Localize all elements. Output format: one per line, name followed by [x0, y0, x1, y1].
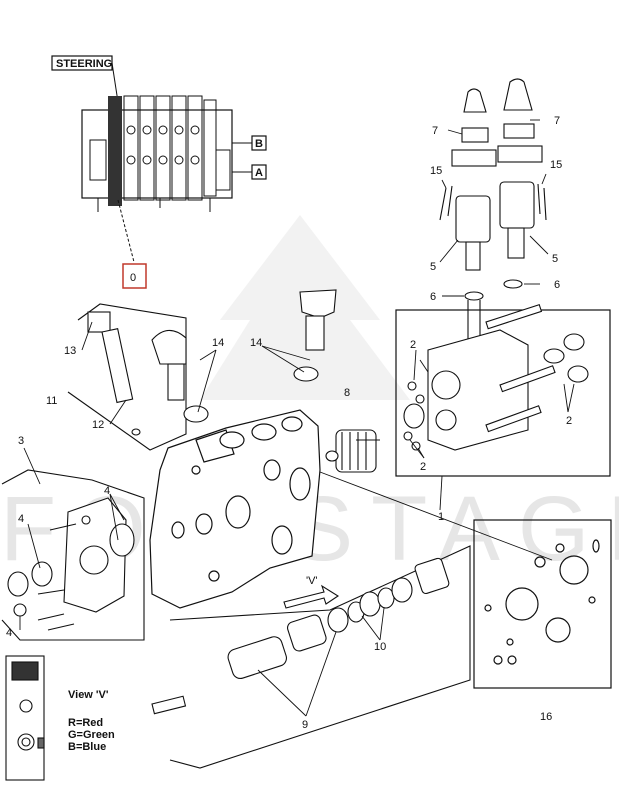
callout-10: 10: [374, 641, 386, 653]
reference-callout-box: [122, 263, 147, 289]
callout-4-c: 4: [6, 627, 12, 639]
legend-red: R=Red: [68, 717, 103, 729]
callout-6-left: 6: [430, 291, 436, 303]
cartridge-inset: [67, 289, 337, 451]
callout-13: 13: [64, 345, 76, 357]
callout-14-right: 14: [250, 337, 262, 349]
view-v-inset: [5, 655, 45, 781]
callout-11: 11: [46, 395, 57, 407]
legend-green: G=Green: [68, 729, 115, 741]
view-v-legend: View 'V' R=Red G=Green B=Blue: [68, 689, 115, 753]
view-v-title: View 'V': [68, 689, 109, 701]
callout-9: 9: [302, 719, 308, 731]
callout-2-c: 2: [420, 461, 426, 473]
view-a-label: A: [255, 167, 263, 179]
callout-4-b: 4: [18, 513, 24, 525]
seal-kit: [473, 519, 612, 689]
callout-8: 8: [344, 387, 350, 399]
callout-1: 1: [438, 511, 444, 523]
callout-3: 3: [18, 435, 24, 447]
main-valve-body: [149, 409, 321, 609]
leader-lines: [19, 119, 575, 717]
callout-15-right: 15: [550, 159, 562, 171]
legend-blue: B=Blue: [68, 741, 106, 753]
spool-assembly: [151, 545, 471, 769]
callout-16: 16: [540, 711, 552, 723]
callout-4-a: 4: [104, 485, 110, 497]
view-b-label: B: [255, 138, 263, 150]
manifold-inset: [395, 304, 611, 477]
endcap-inset: [1, 469, 145, 641]
reference-callout: 0: [130, 272, 136, 284]
callout-labels: 7 7 15 15 5 5 6 6 2 2 2 1 8 14 14 13 11 …: [6, 115, 572, 731]
solenoid-group: [439, 78, 547, 345]
spring-8: [325, 429, 377, 473]
callout-15-left: 15: [430, 165, 442, 177]
callout-14-left: 14: [212, 337, 224, 349]
callout-5-right: 5: [552, 253, 558, 265]
callout-7-left: 7: [432, 125, 438, 137]
valve-bank-overview: STEERING B A 0: [51, 55, 267, 289]
callout-7-right: 7: [554, 115, 560, 127]
callout-2-b: 2: [566, 415, 572, 427]
callout-6-right: 6: [554, 279, 560, 291]
callout-2-a: 2: [410, 339, 416, 351]
steering-label: STEERING: [56, 58, 112, 70]
callout-12: 12: [92, 419, 104, 431]
callout-5-left: 5: [430, 261, 436, 273]
view-v-arrow-label: 'V': [306, 575, 318, 587]
